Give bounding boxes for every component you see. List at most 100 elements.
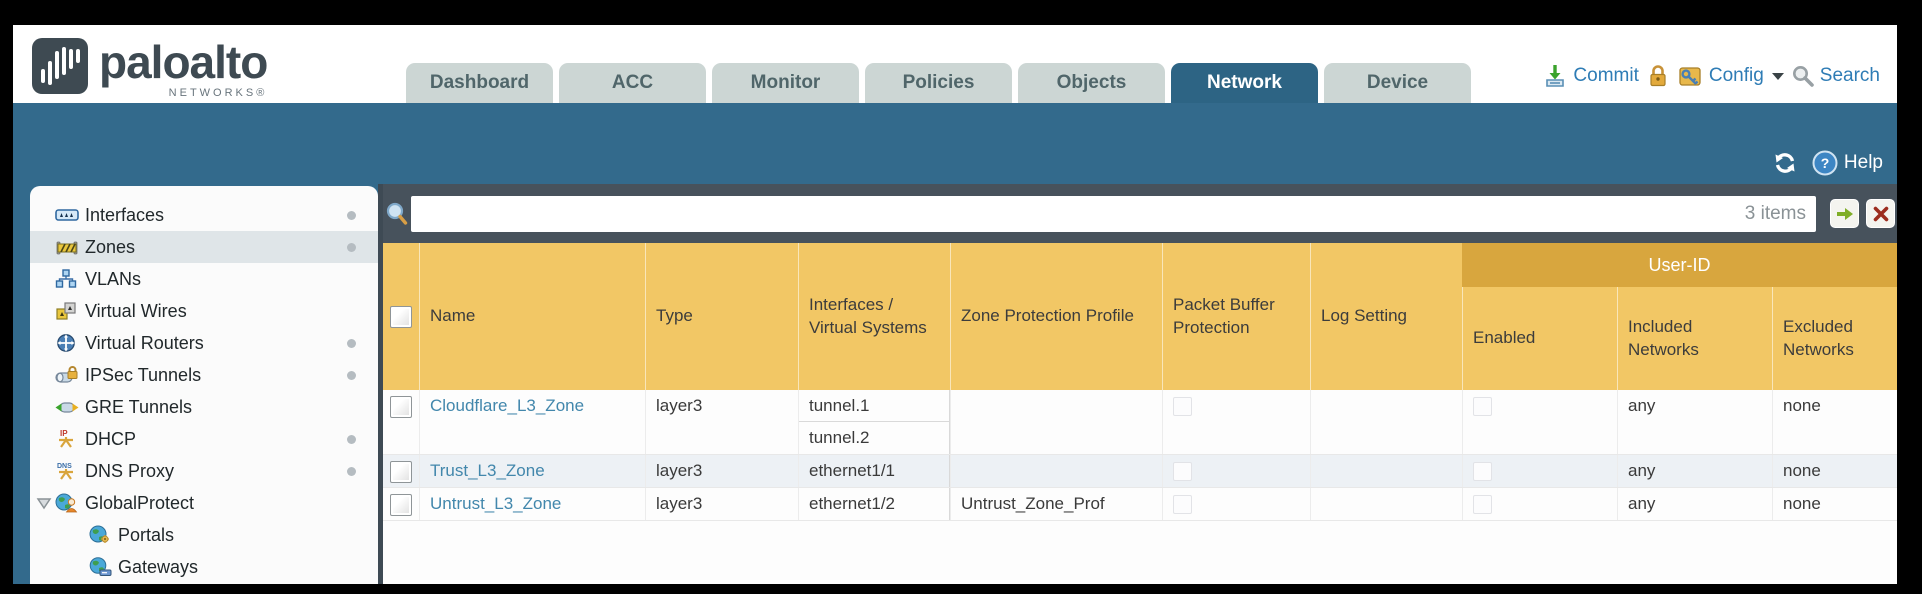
sidebar-item-globalprotect[interactable]: GlobalProtect xyxy=(30,487,378,519)
tab-policies[interactable]: Policies xyxy=(865,63,1012,103)
zone-type-cell: layer3 xyxy=(645,488,798,520)
filter-search-icon xyxy=(386,202,408,225)
select-all-cell xyxy=(383,243,419,390)
column-header-excluded-networks[interactable]: Excluded Networks xyxy=(1772,287,1897,390)
interfaces-cell: ethernet1/1 xyxy=(798,455,950,487)
row-checkbox[interactable] xyxy=(390,461,412,483)
column-header-interfaces[interactable]: Interfaces / Virtual Systems xyxy=(798,243,950,390)
status-dot xyxy=(347,243,356,252)
tab-device[interactable]: Device xyxy=(1324,63,1471,103)
zone-protection-cell xyxy=(950,390,1162,454)
column-header-type[interactable]: Type xyxy=(645,243,798,390)
globalprotect-icon xyxy=(55,493,78,513)
search-label: Search xyxy=(1819,65,1880,86)
column-header-zone-protection[interactable]: Zone Protection Profile xyxy=(950,243,1162,390)
status-dot xyxy=(347,435,356,444)
status-dot xyxy=(347,339,356,348)
zone-name-link[interactable]: Cloudflare_L3_Zone xyxy=(430,396,585,415)
sidebar-item-label: GlobalProtect xyxy=(85,492,195,513)
interface-entry: ethernet1/2 xyxy=(809,494,896,513)
log-setting-cell xyxy=(1310,390,1462,454)
portals-icon xyxy=(89,525,110,544)
excluded-networks-cell: none xyxy=(1772,390,1897,454)
green-arrow-icon xyxy=(1836,207,1853,220)
sidebar-item-gateways[interactable]: Gateways xyxy=(30,551,378,583)
tab-dashboard[interactable]: Dashboard xyxy=(406,63,553,103)
row-checkbox[interactable] xyxy=(390,494,412,516)
user-id-enabled-checkbox xyxy=(1473,495,1492,514)
packet-buffer-checkbox xyxy=(1173,495,1192,514)
apply-filter-button[interactable] xyxy=(1830,199,1859,228)
tab-monitor[interactable]: Monitor xyxy=(712,63,859,103)
items-count: 3 items xyxy=(1744,202,1806,224)
tab-network[interactable]: Network xyxy=(1171,63,1318,103)
config-icon xyxy=(1679,67,1701,86)
user-id-enabled-cell xyxy=(1462,390,1617,454)
help-label: Help xyxy=(1843,152,1883,173)
tab-acc[interactable]: ACC xyxy=(559,63,706,103)
row-select-cell xyxy=(383,455,419,487)
gre-tunnels-icon xyxy=(55,402,79,413)
column-header-enabled[interactable]: Enabled xyxy=(1462,287,1617,390)
brand-name: paloalto xyxy=(99,36,268,88)
filter-searchbox: 3 items xyxy=(411,195,1816,232)
zones-icon xyxy=(56,241,78,255)
status-dot xyxy=(347,467,356,476)
sidebar-item-label: Virtual Wires xyxy=(85,300,187,321)
sidebar-item-label: Zones xyxy=(85,236,136,257)
sidebar-item-virtual-routers[interactable]: Virtual Routers xyxy=(30,327,378,359)
interface-entry: ethernet1/1 xyxy=(809,461,896,480)
dns-proxy-icon: DNS xyxy=(57,463,73,480)
global-search-button[interactable]: Search xyxy=(1791,64,1880,88)
zone-name-link[interactable]: Untrust_L3_Zone xyxy=(430,494,562,513)
column-header-included-networks[interactable]: Included Networks xyxy=(1617,287,1772,390)
lock-icon[interactable] xyxy=(1646,63,1670,89)
packet-buffer-cell xyxy=(1162,488,1310,520)
column-header-log-setting[interactable]: Log Setting xyxy=(1310,243,1462,390)
column-header-packet-buffer[interactable]: Packet Buffer Protection xyxy=(1162,243,1310,390)
row-checkbox[interactable] xyxy=(390,396,412,418)
zone-type-cell: layer3 xyxy=(645,455,798,487)
sidebar-item-label: VLANs xyxy=(85,268,142,289)
included-networks-cell: any xyxy=(1617,390,1772,454)
select-all-checkbox[interactable] xyxy=(390,305,412,328)
sidebar-item-vlans[interactable]: VLANs xyxy=(30,263,378,295)
sidebar-item-zones[interactable]: Zones xyxy=(30,231,378,263)
svg-text:IP: IP xyxy=(60,429,68,438)
tab-objects[interactable]: Objects xyxy=(1018,63,1165,103)
vlans-icon xyxy=(55,269,77,288)
refresh-icon[interactable] xyxy=(1772,150,1798,176)
config-label: Config xyxy=(1708,65,1764,86)
chevron-down-icon xyxy=(1771,72,1784,80)
interfaces-icon xyxy=(55,209,79,221)
help-icon[interactable]: ? xyxy=(1812,150,1838,176)
sidebar-item-gre-tunnels[interactable]: GRE Tunnels xyxy=(30,391,378,423)
filter-bar: 3 items xyxy=(383,184,1897,243)
zone-name-link[interactable]: Trust_L3_Zone xyxy=(430,461,545,480)
zone-type-cell: layer3 xyxy=(645,390,798,454)
sidebar-item-ipsec-tunnels[interactable]: IPSec Tunnels xyxy=(30,359,378,391)
user-id-enabled-cell xyxy=(1462,488,1617,520)
commit-label: Commit xyxy=(1573,65,1639,86)
zone-name-cell: Cloudflare_L3_Zone xyxy=(419,390,645,454)
commit-button[interactable]: Commit xyxy=(1542,63,1639,89)
user-id-enabled-cell xyxy=(1462,455,1617,487)
column-header-name[interactable]: Name xyxy=(419,243,645,390)
clear-filter-button[interactable] xyxy=(1866,199,1895,228)
user-id-enabled-checkbox xyxy=(1473,462,1492,481)
sidebar-item-virtual-wires[interactable]: Virtual Wires xyxy=(30,295,378,327)
sidebar-item-portals[interactable]: Portals xyxy=(30,519,378,551)
included-networks-cell: any xyxy=(1617,455,1772,487)
zones-panel: 3 items Name Type Interfaces / Virtual S… xyxy=(383,184,1897,584)
paloalto-logo-icon xyxy=(32,38,88,94)
filter-input[interactable] xyxy=(421,203,1745,224)
config-menu-button[interactable]: Config xyxy=(1677,63,1784,89)
table-header: Name Type Interfaces / Virtual Systems Z… xyxy=(383,243,1897,390)
sidebar-item-interfaces[interactable]: Interfaces xyxy=(30,199,378,231)
expander-icon[interactable] xyxy=(36,496,52,510)
